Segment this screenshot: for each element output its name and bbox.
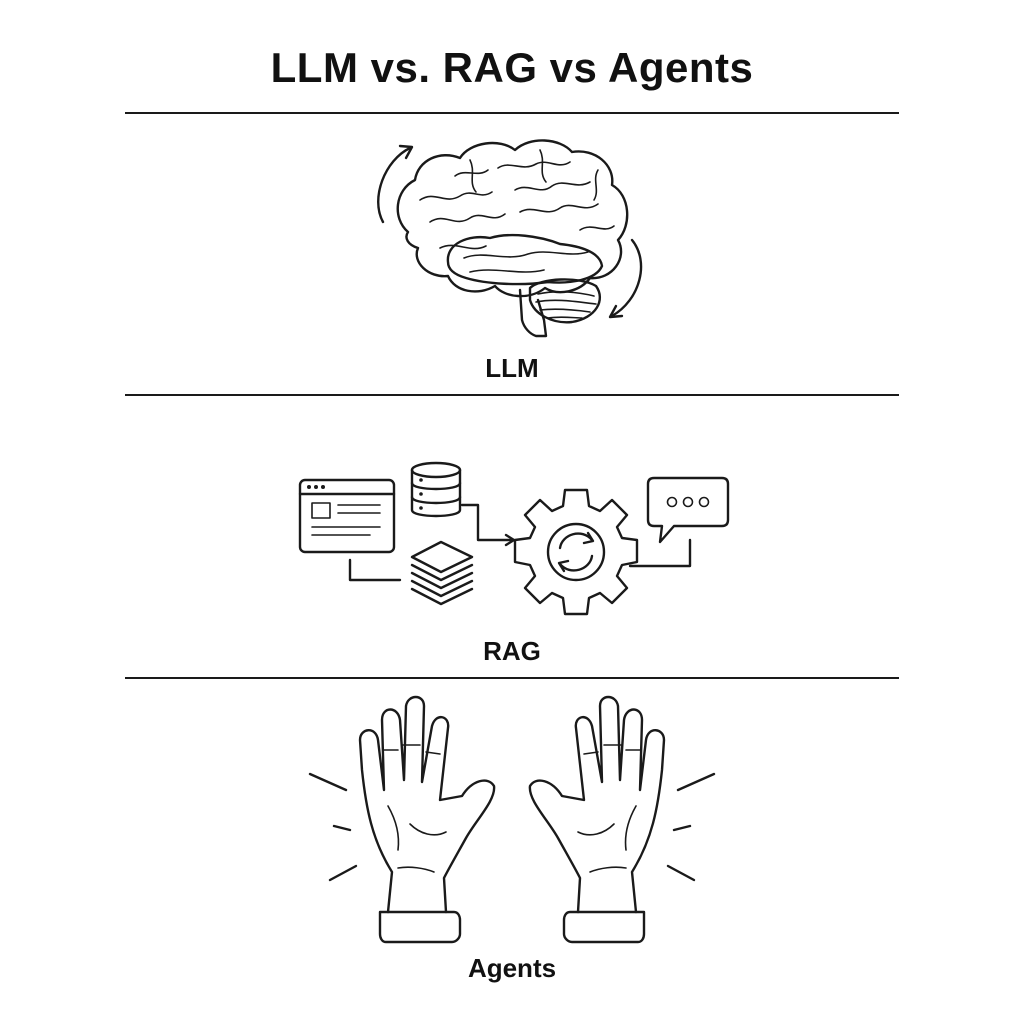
section-label-rag: RAG (483, 636, 541, 666)
section-label-agents: Agents (467, 953, 557, 983)
document-window-icon (298, 478, 396, 554)
left-hand-icon (308, 695, 496, 944)
section-label-llm: LLM (485, 353, 539, 383)
chat-bubble-icon (646, 476, 730, 544)
cycle-arrow-left (377, 146, 412, 224)
connector-gear-to-chat (628, 538, 692, 568)
divider-bottom (125, 677, 899, 679)
page-title: LLM vs. RAG vs Agents (270, 44, 754, 91)
divider-top (125, 112, 899, 114)
connector-doc-to-layers (348, 558, 402, 582)
cycle-arrow-right (610, 238, 643, 318)
divider-middle (125, 394, 899, 396)
right-hand-icon (528, 695, 716, 944)
database-icon (410, 461, 462, 518)
connector-db-to-gear (460, 503, 514, 542)
gear-icon (513, 488, 639, 616)
layers-stack-icon (410, 540, 474, 606)
